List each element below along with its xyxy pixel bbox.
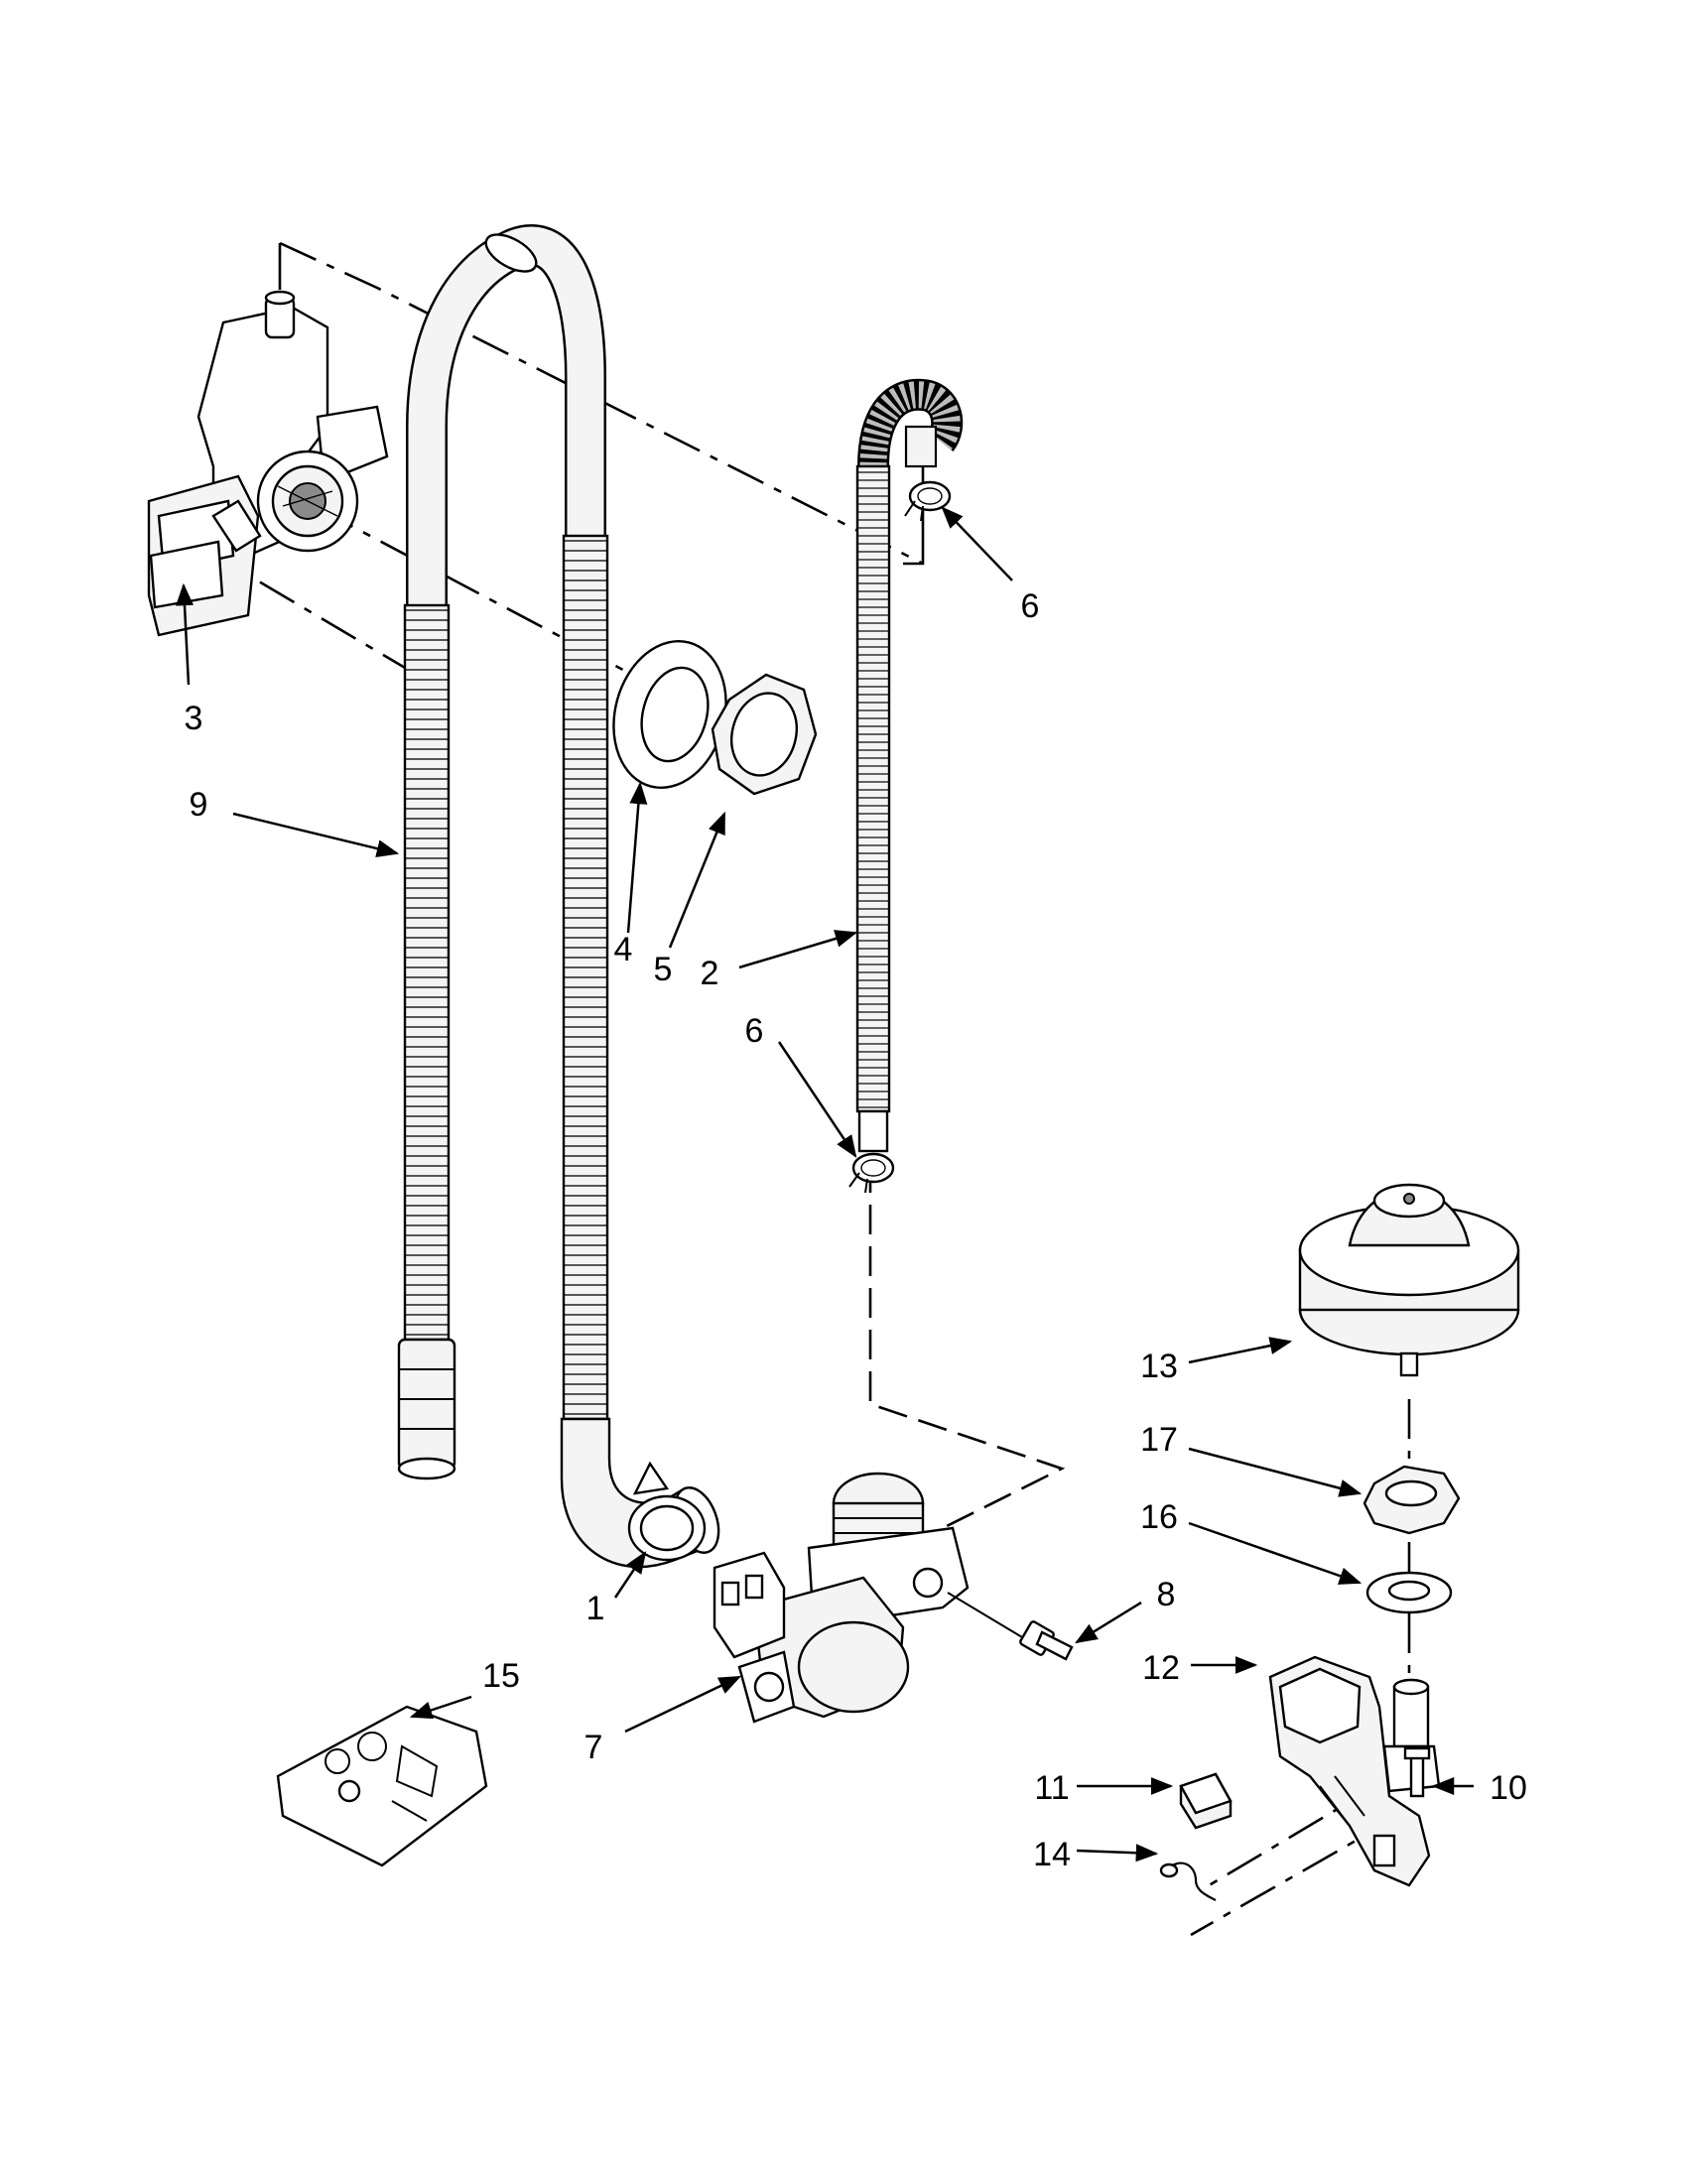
drain-hose <box>397 224 720 1569</box>
float-gasket <box>1365 1571 1453 1614</box>
hose-clamp-upper <box>904 480 952 522</box>
washer <box>612 639 727 790</box>
bracket-screw <box>1403 1746 1431 1798</box>
float-nut <box>1363 1465 1461 1535</box>
callout-8: 8 <box>1157 1576 1176 1613</box>
callout-4: 4 <box>614 931 633 968</box>
spring-clamp <box>627 1461 707 1562</box>
micro-switch <box>1179 1772 1233 1830</box>
callout-13: 13 <box>1140 1348 1178 1385</box>
callout-16: 16 <box>1140 1498 1178 1536</box>
float <box>1298 1183 1520 1377</box>
callout-17: 17 <box>1140 1421 1178 1459</box>
hardware-bag <box>276 1705 488 1867</box>
callout-3: 3 <box>185 700 203 737</box>
callout-11: 11 <box>1034 1769 1069 1807</box>
callout-5: 5 <box>654 951 673 988</box>
callout-1: 1 <box>586 1590 605 1627</box>
callout-14: 14 <box>1033 1836 1071 1873</box>
callout-12: 12 <box>1142 1649 1180 1687</box>
callout-15: 15 <box>482 1657 520 1695</box>
fill-hose <box>855 378 964 1153</box>
callout-9: 9 <box>190 786 208 824</box>
callout-2: 2 <box>701 955 719 992</box>
drain-vent-bracket <box>147 290 389 637</box>
callout-6-upper: 6 <box>1021 587 1040 625</box>
screw <box>947 1592 1074 1661</box>
leader-lines <box>176 506 1474 1863</box>
inlet-valve <box>713 1472 970 1724</box>
hose-clamp-lower <box>848 1152 895 1194</box>
callout-7: 7 <box>584 1729 603 1766</box>
callout-6-lower: 6 <box>745 1012 764 1050</box>
callout-10: 10 <box>1490 1769 1527 1807</box>
nut <box>711 673 818 796</box>
callout-numbers: 1 2 3 4 5 6 6 7 8 9 10 11 12 13 14 15 16… <box>185 587 1527 1873</box>
wire-retainer <box>1159 1862 1217 1901</box>
